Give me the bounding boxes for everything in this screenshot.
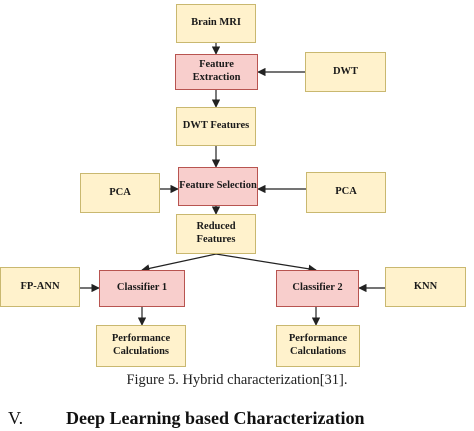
node-brain-mri: Brain MRI — [176, 4, 256, 43]
node-dwt: DWT — [305, 52, 386, 92]
node-reduced-features: Reduced Features — [176, 214, 256, 254]
section-title: Deep Learning based Characterization — [66, 408, 365, 428]
node-performance-calculations-1: Performance Calculations — [96, 325, 186, 367]
section-number: V. — [8, 408, 24, 428]
node-pca-left: PCA — [80, 173, 160, 213]
node-fp-ann: FP-ANN — [0, 267, 80, 307]
node-knn: KNN — [385, 267, 466, 307]
node-performance-calculations-2: Performance Calculations — [276, 325, 360, 367]
figure-caption: Figure 5. Hybrid characterization[31]. — [126, 372, 348, 388]
edge-reduced-to-classifier2 — [215, 253, 317, 273]
node-feature-extraction: Feature Extraction — [175, 54, 258, 90]
section-heading: V. Deep Learning based Characterization — [8, 408, 364, 429]
edge-reduced-to-classifier1 — [141, 253, 217, 273]
node-classifier-2: Classifier 2 — [276, 270, 359, 307]
node-dwt-features: DWT Features — [176, 107, 256, 146]
node-pca-right: PCA — [306, 172, 386, 213]
node-classifier-1: Classifier 1 — [99, 270, 185, 307]
node-feature-selection: Feature Selection — [178, 167, 258, 206]
